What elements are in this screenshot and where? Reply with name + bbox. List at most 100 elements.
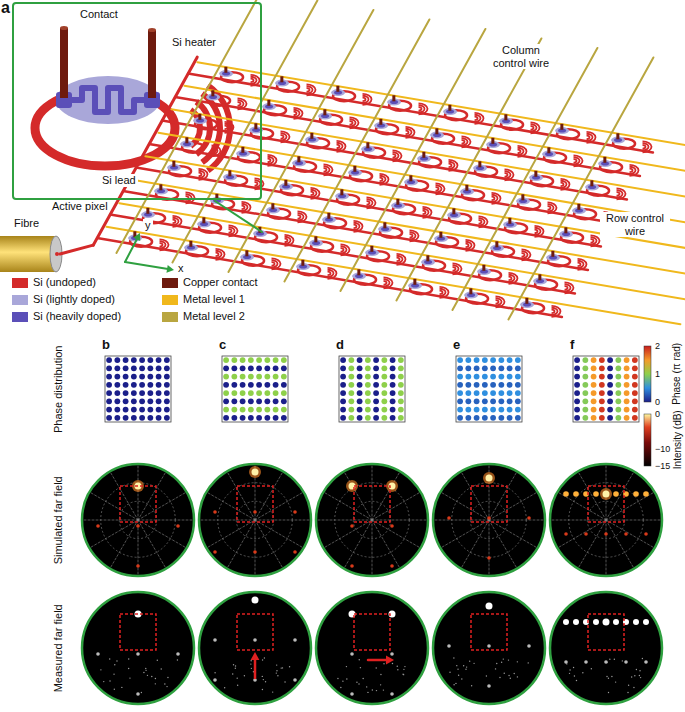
- speckle: [591, 668, 592, 669]
- pixel-grating: [238, 100, 244, 107]
- phase-dot: [632, 407, 638, 413]
- phase-dot: [507, 365, 513, 371]
- phase-dot: [264, 357, 270, 363]
- contact-post: [577, 204, 580, 210]
- contact-post: [228, 170, 231, 176]
- pixel-grating: [199, 173, 202, 177]
- pixel-grating: [643, 143, 649, 150]
- pixel-grating: [311, 188, 320, 199]
- phase-dot: [607, 398, 613, 404]
- contact-post: [189, 241, 192, 247]
- spot: [527, 516, 531, 520]
- pixel-grating: [350, 117, 359, 128]
- speckle: [214, 672, 215, 673]
- phase-dot: [256, 365, 262, 371]
- pixel-grating: [522, 249, 531, 260]
- speckle: [457, 668, 458, 669]
- contact-post: [357, 269, 360, 275]
- far-field-border: [433, 592, 545, 704]
- contact-post: [396, 199, 399, 205]
- pixel-grating: [173, 218, 179, 225]
- pixel-grating: [587, 134, 593, 141]
- grid-radial: [111, 472, 139, 520]
- phase-dot: [490, 407, 496, 413]
- far-field-ground: [433, 464, 545, 576]
- grid-radial: [372, 472, 400, 520]
- phase-dot: [264, 382, 270, 388]
- legend-swatch: [162, 312, 178, 322]
- pixel-grating: [565, 284, 571, 291]
- phase-dot: [123, 357, 129, 363]
- spot: [564, 532, 568, 536]
- speckle: [471, 685, 472, 686]
- phase-dot: [624, 374, 630, 380]
- spot: [390, 692, 394, 696]
- phase-dot: [474, 390, 480, 396]
- phase-dot: [340, 374, 346, 380]
- row-waveguide: [110, 215, 575, 294]
- spot: [447, 644, 451, 648]
- far-field-border: [316, 592, 428, 704]
- pixel-grating: [617, 190, 623, 197]
- contact-post: [383, 222, 386, 228]
- pixel-grating: [384, 281, 387, 285]
- pixel-grating: [397, 258, 400, 262]
- phase-dot: [273, 398, 279, 404]
- phase-dot: [574, 415, 580, 421]
- speckle: [157, 660, 158, 661]
- field-of-view-box: [588, 614, 624, 650]
- grid-radial: [200, 520, 255, 521]
- column-control-wire: [452, 48, 597, 310]
- pixel-grating: [587, 136, 590, 140]
- speckle: [233, 664, 234, 665]
- phase-dot: [240, 415, 246, 421]
- speckle: [514, 673, 515, 674]
- phase-dot: [131, 398, 137, 404]
- phase-dot: [381, 374, 387, 380]
- inset-frame: Active pixel: [12, 2, 262, 200]
- speckle: [642, 658, 643, 659]
- phase-dot: [457, 390, 463, 396]
- pixel-grating: [643, 145, 646, 149]
- pixel-grating: [281, 133, 287, 140]
- contact-post: [271, 203, 274, 209]
- pixel-grating: [410, 230, 419, 241]
- pixel-grating: [440, 291, 443, 295]
- pixel-grating: [453, 267, 456, 271]
- phase-dot: [599, 390, 605, 396]
- spot: [136, 564, 140, 568]
- phase-dot: [147, 398, 153, 404]
- phase-dot: [574, 407, 580, 413]
- contact-post: [392, 95, 395, 101]
- speckle: [109, 658, 110, 659]
- contact-post: [491, 138, 494, 144]
- phase-dot: [465, 398, 471, 404]
- phase-dot: [599, 382, 605, 388]
- phase-dot: [390, 382, 396, 388]
- pixel-grating: [285, 237, 291, 244]
- contact-post: [366, 142, 369, 148]
- phase-dot: [507, 415, 513, 421]
- heater-region: [56, 76, 160, 124]
- pixel-grating: [363, 96, 369, 103]
- phase-dot: [507, 357, 513, 363]
- contact-post: [495, 241, 498, 247]
- phase-dot: [273, 382, 279, 388]
- grid-radial: [489, 520, 544, 521]
- spot: [603, 491, 610, 498]
- spot: [487, 644, 491, 648]
- far-field-ground: [82, 592, 194, 704]
- phase-dot: [164, 407, 170, 413]
- phase-dot: [114, 390, 120, 396]
- pixel-grating: [255, 178, 264, 189]
- phase-dot: [365, 374, 371, 380]
- phase-dot: [381, 390, 387, 396]
- speckle: [155, 683, 156, 684]
- pixel-grating: [466, 244, 469, 248]
- phase-dot: [365, 365, 371, 371]
- phase-grid-frame: [222, 356, 288, 422]
- spot: [213, 638, 217, 642]
- speckle: [143, 672, 144, 673]
- spot: [253, 510, 257, 514]
